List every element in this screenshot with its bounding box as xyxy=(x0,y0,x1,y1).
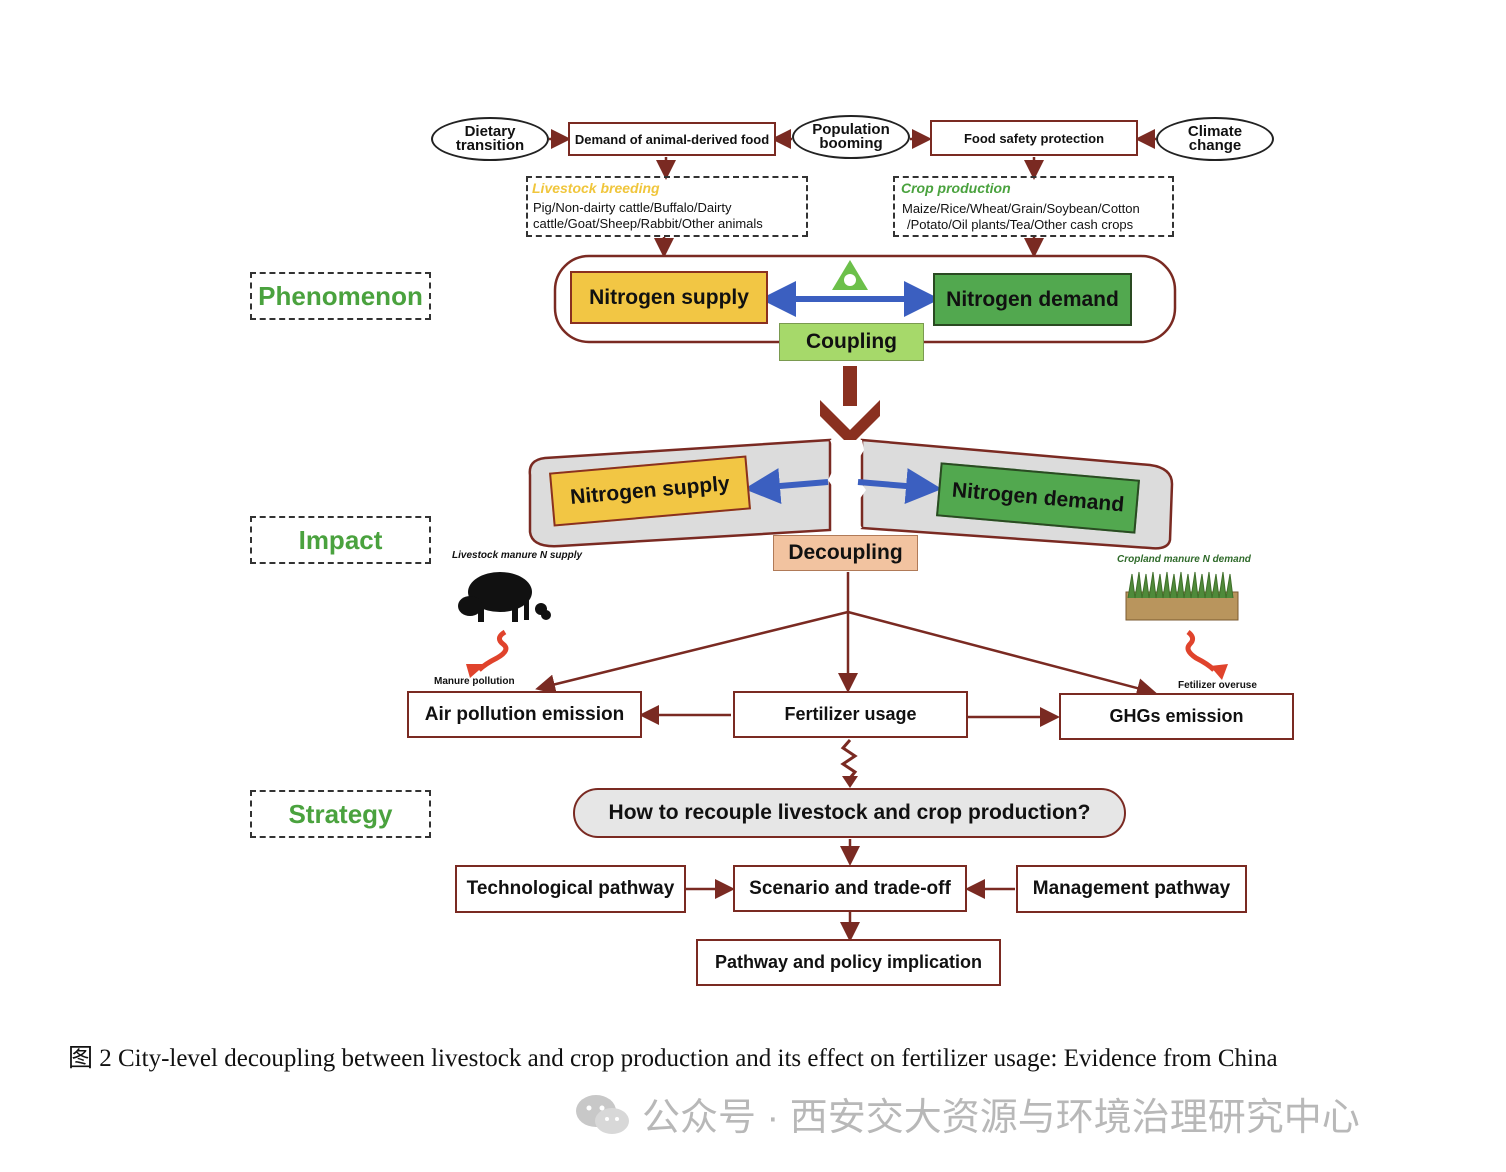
air-pollution-label: Air pollution emission xyxy=(424,703,625,725)
population-label: Population booming xyxy=(812,121,890,152)
cropland-icon xyxy=(1125,571,1239,621)
food-safety-box: Food safety protection xyxy=(930,120,1138,156)
livestock-line2: cattle/Goat/Sheep/Rabbit/Other animals xyxy=(533,216,763,231)
livestock-line1: Pig/Non-dairty cattle/Buffalo/Dairty xyxy=(533,200,732,215)
scenario-box: Scenario and trade-off xyxy=(733,865,967,912)
coupling-supply-box: Nitrogen supply xyxy=(570,271,768,324)
decoupling-label: Decoupling xyxy=(788,541,903,564)
ghg-box: GHGs emission xyxy=(1059,693,1294,740)
management-pathway-box: Management pathway xyxy=(1016,865,1247,913)
section-strategy: Strategy xyxy=(250,790,431,838)
crop-line2: /Potato/Oil plants/Tea/Other cash crops xyxy=(907,217,1134,232)
food-safety-label: Food safety protection xyxy=(963,130,1105,146)
wavy-arrowhead xyxy=(842,776,858,788)
crack-gap xyxy=(828,440,866,532)
crop-title: Crop production xyxy=(901,180,1011,196)
fertilizer-overuse-note: Fetilizer overuse xyxy=(1178,680,1257,691)
decoupling-badge: Decoupling xyxy=(773,535,918,571)
recouple-question-label: How to recouple livestock and crop produ… xyxy=(608,801,1091,824)
section-impact: Impact xyxy=(250,516,431,564)
arrow-decoupling-ghg xyxy=(847,610,1157,698)
livestock-box: Livestock breeding Pig/Non-dairty cattle… xyxy=(526,176,808,237)
coupling-label: Coupling xyxy=(806,330,897,353)
air-pollution-box: Air pollution emission xyxy=(407,691,642,738)
crop-line1: Maize/Rice/Wheat/Grain/Soybean/Cotton xyxy=(902,201,1140,216)
ghg-label: GHGs emission xyxy=(1109,706,1244,726)
recouple-question: How to recouple livestock and crop produ… xyxy=(573,788,1126,838)
wechat-icon xyxy=(576,1094,629,1134)
figure-caption: 图 2 City-level decoupling between livest… xyxy=(68,1045,1278,1072)
dietary-label: Dietary transition xyxy=(455,123,525,154)
decoupling-demand-label: Nitrogen demand xyxy=(951,478,1126,517)
climate-label: Climate change xyxy=(1187,123,1243,154)
watermark: 公众号 · 西安交大资源与环境治理研究中心 xyxy=(574,1086,1360,1141)
manure-arrow-icon xyxy=(466,629,509,678)
decoupling-arrow-right xyxy=(857,468,942,504)
section-phenomenon: Phenomenon xyxy=(250,272,431,320)
section-strategy-label: Strategy xyxy=(288,798,393,829)
coupling-supply-label: Nitrogen supply xyxy=(589,285,749,309)
fertilizer-label: Fertilizer usage xyxy=(784,704,917,724)
manure-pollution-note: Manure pollution xyxy=(434,676,515,687)
decoupling-arrow-left xyxy=(744,468,829,504)
tech-pathway-label: Technological pathway xyxy=(466,878,675,899)
animal-food-label: Demand of animal-derived food xyxy=(574,131,770,147)
climate-oval: Climate change xyxy=(1156,117,1274,161)
decoupling-supply-label: Nitrogen supply xyxy=(569,472,731,509)
arrow-decoupling-air xyxy=(535,610,849,695)
animal-food-box: Demand of animal-derived food xyxy=(568,122,776,156)
coupling-demand-label: Nitrogen demand xyxy=(946,287,1119,311)
big-arrow-head xyxy=(820,400,880,446)
livestock-note: Livestock manure N supply xyxy=(452,550,583,561)
fertilizer-box: Fertilizer usage xyxy=(733,691,968,738)
population-oval: Population booming xyxy=(792,115,910,159)
overuse-arrow-icon xyxy=(1185,630,1228,680)
wavy-arrow-fertilizer xyxy=(840,739,858,779)
coupling-badge: Coupling xyxy=(779,323,924,361)
scenario-label: Scenario and trade-off xyxy=(749,877,951,899)
section-phenomenon-label: Phenomenon xyxy=(258,280,423,311)
crop-box: Crop production Maize/Rice/Wheat/Grain/S… xyxy=(893,176,1174,237)
big-arrow-shaft xyxy=(843,366,857,406)
policy-box: Pathway and policy implication xyxy=(696,939,1001,986)
policy-label: Pathway and policy implication xyxy=(714,952,983,972)
tech-pathway-box: Technological pathway xyxy=(455,865,686,913)
management-pathway-label: Management pathway xyxy=(1032,878,1231,899)
cropland-note: Cropland manure N demand xyxy=(1117,554,1251,565)
livestock-title: Livestock breeding xyxy=(532,180,660,196)
section-impact-label: Impact xyxy=(298,524,383,555)
pig-icon xyxy=(458,572,551,622)
watermark-text: 公众号 · 西安交大资源与环境治理研究中心 xyxy=(642,1097,1360,1139)
coupling-demand-box: Nitrogen demand xyxy=(933,273,1132,326)
dietary-oval: Dietary transition xyxy=(431,117,549,161)
recycle-icon xyxy=(832,260,868,290)
